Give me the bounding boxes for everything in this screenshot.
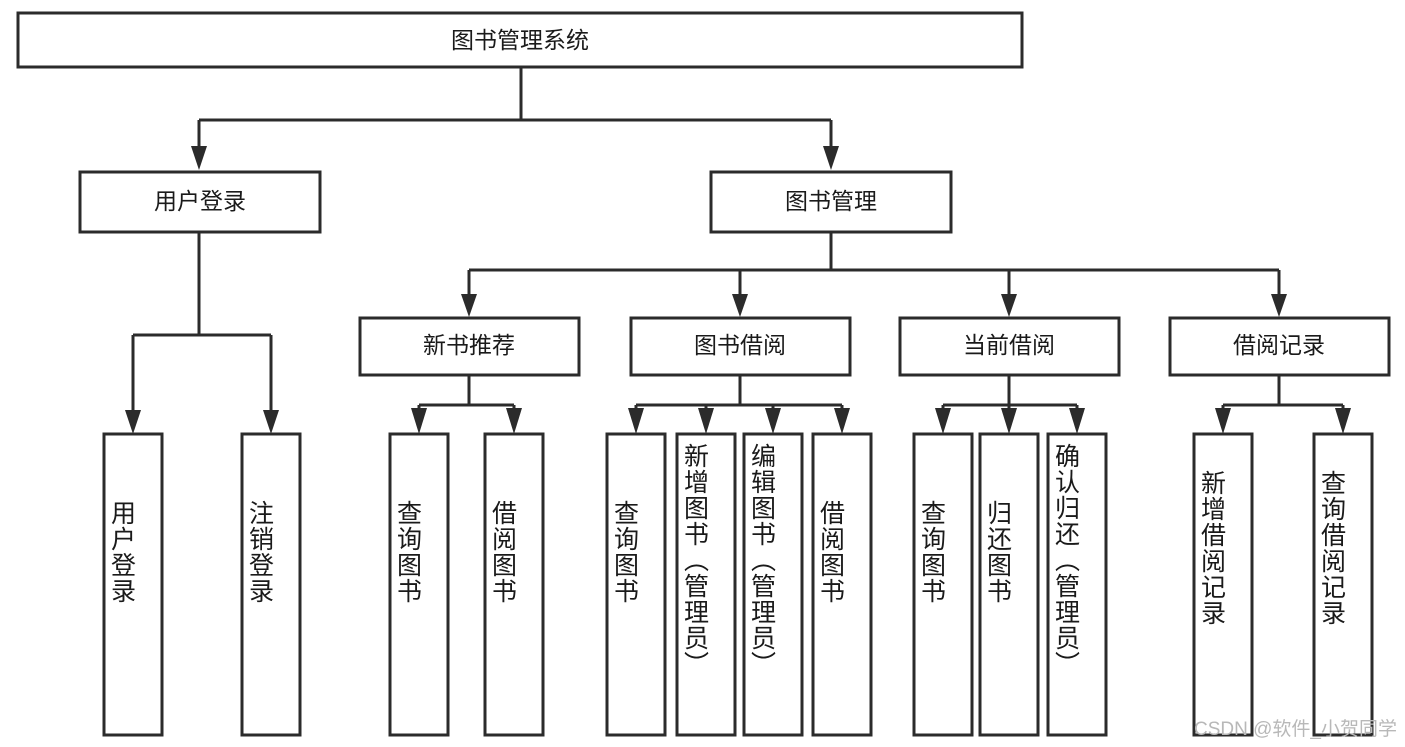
arrow-head-icon [628,408,644,434]
arrow-head-icon [411,408,427,434]
leaf-box-return-book[interactable] [978,432,1040,737]
arrow-head-icon [1335,408,1351,434]
arrow-head-icon [1001,294,1017,317]
leaf-box-add-book-admin[interactable] [675,432,737,737]
leaf-box-confirm-return-admin[interactable] [1046,432,1108,737]
connector-root-to-level2 [191,67,839,170]
connector-user-login-to-leaves [125,232,279,434]
watermark-text: CSDN @软件_小贺同学 [1194,719,1397,740]
node-new-book-recommend[interactable]: 新书推荐 [358,316,581,377]
arrow-head-icon [823,146,839,170]
node-label-current-borrow: 当前借阅 [963,332,1055,358]
leaf-box-edit-book-admin[interactable] [742,432,804,737]
node-box[interactable] [629,316,852,377]
node-root[interactable]: 图书管理系统 [16,11,1024,69]
node-box[interactable] [898,316,1121,377]
leaf-box-logout-login[interactable] [240,432,302,737]
leaf-box-query-book-3[interactable] [912,432,974,737]
arrow-head-icon [935,408,951,434]
arrow-head-icon [732,294,748,317]
node-box[interactable] [709,170,953,234]
node-borrow-record[interactable]: 借阅记录 [1168,316,1391,377]
arrow-head-icon [834,408,850,434]
node-user-login[interactable]: 用户登录 [78,170,322,234]
leaf-box-query-book-2[interactable] [605,432,667,737]
arrow-head-icon [1215,408,1231,434]
arrow-head-icon [263,410,279,434]
connector-book-borrow-to-leaves [628,375,850,434]
node-box[interactable] [358,316,581,377]
arrow-head-icon [765,408,781,434]
leaf-box-add-borrow-record[interactable] [1192,432,1254,737]
connector-borrow-record-to-leaves [1215,375,1351,434]
node-book-borrow[interactable]: 图书借阅 [629,316,852,377]
leaf-box-borrow-book-2[interactable] [811,432,873,737]
leaf-box-user-login[interactable] [102,432,164,737]
arrow-head-icon [125,410,141,434]
leaf-box-query-borrow-record[interactable] [1312,432,1374,737]
leaf-box-query-book-1[interactable] [388,432,450,737]
arrow-head-icon [461,294,477,317]
arrow-head-icon [1069,408,1085,434]
node-label-root: 图书管理系统 [451,27,589,53]
connector-new-book-to-leaves [411,375,522,434]
arrow-head-icon [506,408,522,434]
connector-current-borrow-to-leaves [935,375,1085,434]
arrow-head-icon [1001,408,1017,434]
node-box[interactable] [78,170,322,234]
arrow-head-icon [698,408,714,434]
leaf-box-borrow-book-1[interactable] [483,432,545,737]
node-book-manage[interactable]: 图书管理 [709,170,953,234]
node-label-book-manage: 图书管理 [785,188,877,214]
node-label-book-borrow: 图书借阅 [694,332,786,358]
node-box[interactable] [1168,316,1391,377]
connector-book-manage-to-level3 [461,232,1287,317]
node-label-new-book-recommend: 新书推荐 [423,332,515,358]
node-current-borrow[interactable]: 当前借阅 [898,316,1121,377]
node-label-user-login: 用户登录 [154,188,246,214]
node-label-borrow-record: 借阅记录 [1233,332,1325,358]
arrow-head-icon [191,146,207,170]
arrow-head-icon [1271,294,1287,317]
node-box[interactable] [16,11,1024,69]
